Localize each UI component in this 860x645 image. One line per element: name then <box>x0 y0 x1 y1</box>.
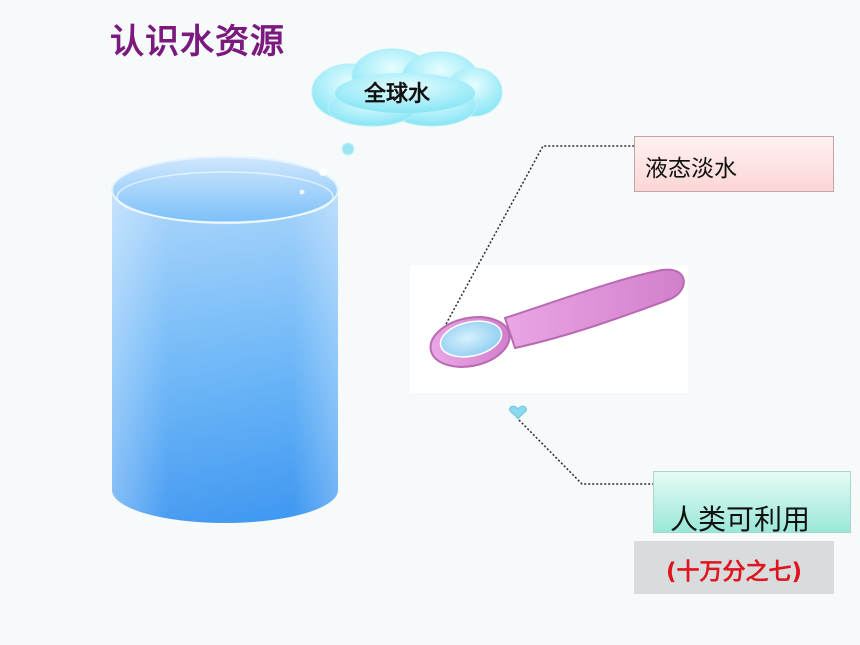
water-cylinder-icon <box>111 156 339 523</box>
spoon-icon <box>429 268 685 368</box>
ratio-box: (十万分之七) <box>634 541 834 594</box>
liquid-freshwater-label: 液态淡水 <box>645 156 737 182</box>
human-usable-label: 人类可利用 <box>670 503 811 536</box>
ratio-label: (十万分之七) <box>665 559 803 585</box>
cloud-icon <box>311 48 503 156</box>
heart-icon <box>509 405 527 420</box>
leader-line-human <box>518 419 653 485</box>
page-title: 认识水资源 <box>110 22 285 62</box>
liquid-freshwater-box: 液态淡水 <box>634 136 834 192</box>
human-usable-box: 人类可利用 <box>653 471 851 536</box>
cloud-label: 全球水 <box>363 82 430 107</box>
